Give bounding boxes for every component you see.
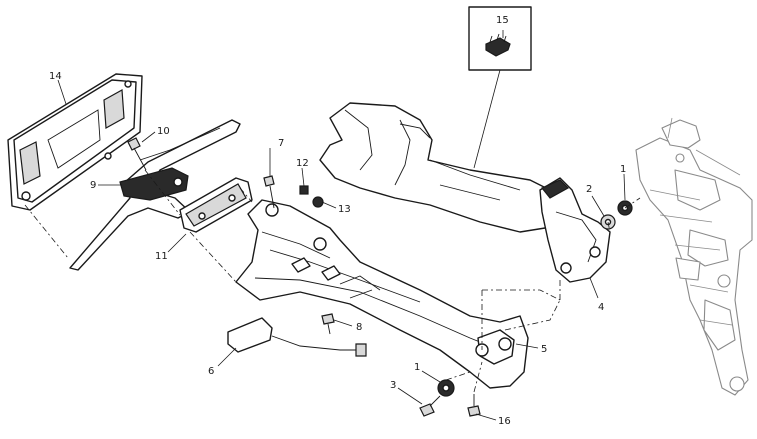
screw-16 — [467, 394, 481, 417]
callout-4: 4 — [598, 302, 604, 313]
callout-3: 3 — [390, 380, 396, 391]
callout-6: 6 — [208, 366, 214, 377]
frame-ghost — [635, 117, 753, 396]
rear-subframe-bracket — [235, 199, 529, 389]
callout-11: 11 — [155, 251, 168, 262]
callout-9: 9 — [90, 180, 96, 191]
callout-13: 13 — [338, 204, 351, 215]
license-plate-holder — [7, 73, 143, 211]
callout-labels: 14 10 9 11 7 12 13 15 8 6 5 4 2 1 1 3 16 — [49, 15, 626, 427]
assembly-lines — [24, 169, 641, 393]
callout-1-upper: 1 — [620, 164, 626, 175]
wiring-harness-cover — [319, 102, 563, 233]
nut-1-lower — [437, 379, 455, 397]
leader-lines — [57, 79, 626, 421]
reflector-light — [179, 177, 253, 233]
screw-8 — [321, 313, 335, 335]
callout-14: 14 — [49, 71, 62, 82]
callout-1-lower: 1 — [414, 362, 420, 373]
callout-12: 12 — [296, 158, 309, 169]
callout-8: 8 — [356, 322, 362, 333]
nut-12 — [299, 185, 309, 195]
screw-7 — [263, 175, 275, 209]
callout-5: 5 — [541, 344, 547, 355]
plate-bracket — [69, 119, 241, 271]
relay-6 — [227, 317, 367, 357]
detail-inset — [468, 6, 532, 169]
callout-10: 10 — [157, 126, 170, 137]
screw-3 — [419, 395, 441, 417]
washer-13 — [312, 196, 324, 208]
callout-7: 7 — [278, 138, 284, 149]
callout-16: 16 — [498, 416, 511, 427]
side-bracket-4 — [539, 177, 611, 283]
callout-2: 2 — [586, 184, 592, 195]
bolt-10 — [127, 137, 147, 171]
callout-15: 15 — [496, 15, 509, 26]
